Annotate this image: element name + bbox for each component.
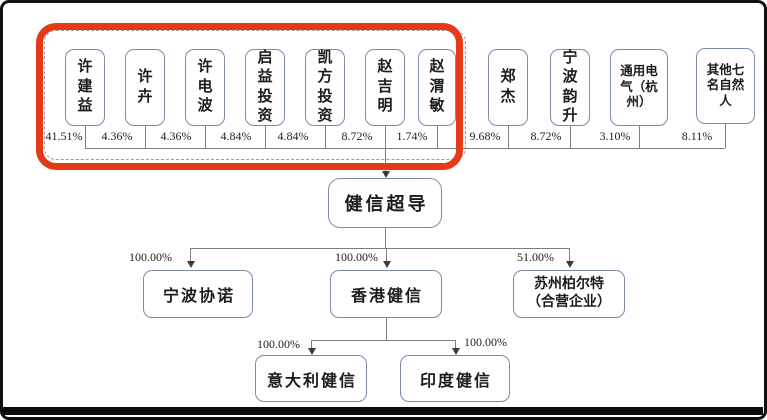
shareholder-name: 赵吉明 bbox=[377, 59, 393, 115]
connector-line bbox=[437, 126, 438, 148]
shareholder-box: 凯方投资 bbox=[305, 49, 345, 126]
ownership-pct: 8.72% bbox=[530, 129, 562, 143]
arrow-down-icon bbox=[565, 248, 574, 268]
subsidiary-name-line1: 苏州柏尔特 bbox=[534, 276, 604, 292]
ownership-pct: 100.00% bbox=[129, 250, 172, 264]
shareholder-name: 其他七名自然人 bbox=[706, 62, 745, 108]
ownership-pct: 9.68% bbox=[469, 129, 501, 143]
subsidiary-box: 宁波协诺 bbox=[143, 270, 253, 318]
shareholder-name: 许建益 bbox=[77, 59, 93, 115]
ownership-pct: 4.36% bbox=[160, 129, 192, 143]
connector-line bbox=[386, 318, 387, 340]
connector-line bbox=[508, 126, 509, 148]
bottom-black-bar bbox=[3, 407, 763, 415]
subsidiary-box: 印度健信 bbox=[400, 355, 510, 402]
connector-line bbox=[385, 126, 386, 148]
shareholder-box: 许建益 bbox=[65, 49, 105, 126]
arrow-down-icon bbox=[186, 248, 195, 268]
subsidiary-box: 香港健信 bbox=[330, 270, 442, 318]
ownership-pct: 51.00% bbox=[517, 250, 554, 264]
highlight-annotation bbox=[36, 23, 463, 170]
ownership-pct: 3.10% bbox=[599, 129, 631, 143]
shareholder-name: 许卉 bbox=[137, 69, 153, 105]
connector-line bbox=[265, 126, 266, 148]
ownership-pct: 100.00% bbox=[335, 250, 378, 264]
ownership-pct: 100.00% bbox=[464, 335, 507, 349]
concert-group-dashed-box bbox=[44, 30, 466, 160]
arrow-down-icon bbox=[307, 340, 316, 355]
ownership-pct: 100.00% bbox=[257, 337, 300, 351]
ownership-pct: 8.72% bbox=[341, 129, 373, 143]
root-company-box: 健信超导 bbox=[328, 178, 442, 228]
ownership-pct: 41.51% bbox=[45, 129, 83, 143]
subsidiary-name: 意大利健信 bbox=[266, 372, 357, 390]
shareholder-box: 许卉 bbox=[125, 49, 165, 126]
subsidiary-box: 意大利健信 bbox=[255, 355, 367, 402]
connector-line bbox=[145, 126, 146, 148]
shareholder-name: 启益投资 bbox=[257, 49, 273, 125]
shareholder-box: 赵吉明 bbox=[365, 49, 405, 126]
connector-line bbox=[85, 148, 725, 149]
shareholder-name: 许电波 bbox=[197, 59, 213, 115]
shareholder-name: 凯方投资 bbox=[317, 49, 333, 125]
connector-line bbox=[570, 126, 571, 148]
connector-line bbox=[190, 248, 569, 249]
connector-line bbox=[325, 126, 326, 148]
shareholder-name: 宁波韵升 bbox=[562, 49, 578, 125]
shareholder-box: 许电波 bbox=[185, 49, 225, 126]
shareholder-box: 启益投资 bbox=[245, 49, 285, 126]
arrow-down-icon bbox=[381, 148, 390, 178]
connector-line bbox=[639, 126, 640, 148]
ownership-pct: 4.84% bbox=[220, 129, 252, 143]
connector-line bbox=[385, 228, 386, 248]
shareholder-name: 郑杰 bbox=[500, 69, 516, 105]
subsidiary-box: 苏州柏尔特 （合营企业） bbox=[513, 270, 625, 318]
ownership-pct: 1.74% bbox=[396, 129, 428, 143]
subsidiary-name-line2: （合营企业） bbox=[527, 295, 611, 310]
connector-line bbox=[311, 340, 455, 341]
root-company-name: 健信超导 bbox=[344, 194, 429, 214]
shareholder-name: 通用电气（杭州） bbox=[620, 64, 658, 110]
shareholder-box: 郑杰 bbox=[488, 49, 528, 126]
subsidiary-name: 宁波协诺 bbox=[162, 288, 235, 305]
shareholder-name: 赵渭敏 bbox=[429, 59, 445, 115]
arrow-down-icon bbox=[382, 248, 391, 268]
ownership-pct: 8.11% bbox=[681, 129, 713, 143]
connector-line bbox=[205, 126, 206, 148]
subsidiary-name: 苏州柏尔特 （合营企业） bbox=[527, 276, 611, 312]
shareholder-box: 宁波韵升 bbox=[550, 49, 590, 126]
ownership-pct: 4.84% bbox=[277, 129, 309, 143]
subsidiary-name: 印度健信 bbox=[419, 372, 492, 390]
connector-line bbox=[85, 126, 86, 148]
connector-line bbox=[725, 124, 726, 148]
arrow-down-icon bbox=[451, 340, 460, 355]
shareholder-box: 赵渭敏 bbox=[418, 49, 456, 126]
ownership-pct: 4.36% bbox=[101, 129, 133, 143]
shareholder-box: 通用电气（杭州） bbox=[610, 49, 668, 126]
subsidiary-name: 香港健信 bbox=[350, 288, 423, 305]
shareholder-box: 其他七名自然人 bbox=[696, 48, 755, 124]
